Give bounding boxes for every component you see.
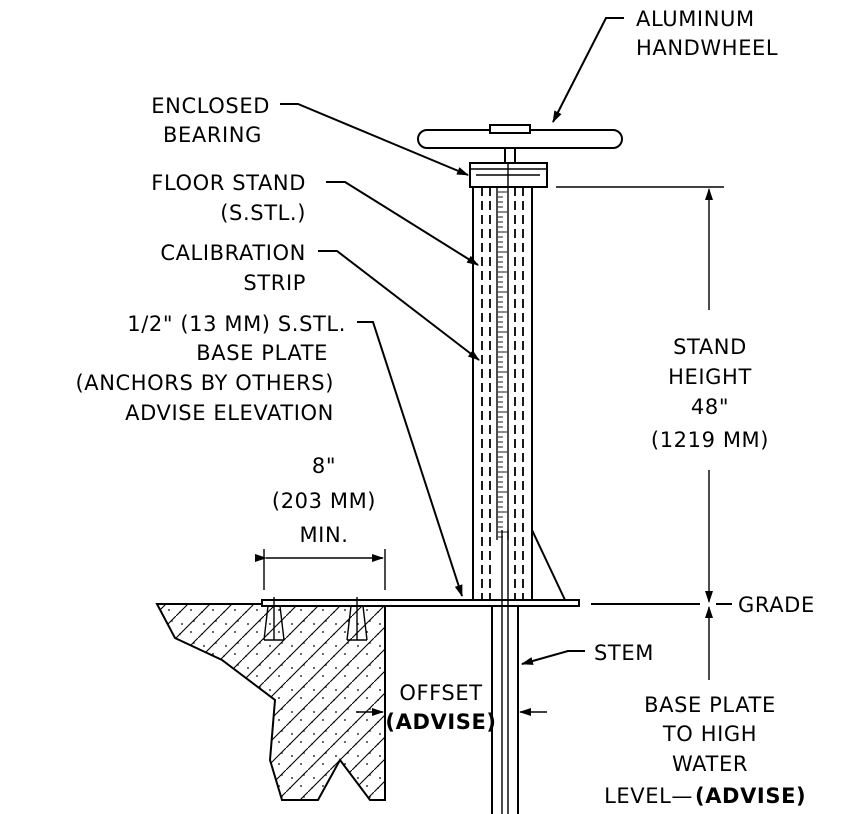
base-plate-label-line4: ADVISE ELEVATION [125, 401, 334, 425]
stand-height-label-line4: (1219 MM) [651, 428, 769, 452]
base-plate-label-line1: 1/2" (13 MM) S.STL. [127, 312, 346, 336]
water-label-line1: BASE PLATE [644, 693, 776, 717]
water-label-line4b: (ADVISE) [695, 784, 806, 808]
floor-stand-column [472, 187, 566, 601]
bearing-label-line1: ENCLOSED [151, 94, 270, 118]
concrete-footing [155, 603, 386, 801]
anchor-bolt-right [346, 597, 368, 641]
offset-label-line2: (ADVISE) [385, 710, 496, 734]
water-label-line2: TO HIGH [662, 722, 757, 746]
handwheel-label-line2: HANDWHEEL [636, 36, 778, 60]
aluminum-handwheel [417, 124, 623, 163]
leader-lines [280, 17, 624, 665]
stand-height-label-line1: STAND [673, 335, 747, 359]
stand-height-label-line2: HEIGHT [668, 365, 752, 389]
water-label-line4a: LEVEL— [604, 784, 693, 808]
bearing-label-line2: BEARING [163, 123, 262, 147]
spacing-label-line3: MIN. [299, 523, 348, 547]
anchor-bolt-left [263, 597, 285, 641]
offset-label-line1: OFFSET [399, 681, 482, 705]
base-plate-label-line3: (ANCHORS BY OTHERS) [75, 371, 334, 395]
spacing-label-line2: (203 MM) [272, 489, 376, 513]
grade-label: GRADE [738, 593, 815, 617]
calibration-label-line2: STRIP [243, 271, 306, 295]
stand-height-label-line3: 48" [691, 395, 729, 419]
base-plate [261, 599, 580, 607]
handwheel-label-line1: ALUMINUM [636, 7, 755, 31]
calibration-label-line1: CALIBRATION [160, 241, 306, 265]
stand-height-dimension [556, 186, 724, 603]
calibration-strip [496, 187, 509, 540]
enclosed-bearing [469, 162, 548, 188]
base-plate-label-line2: BASE PLATE [196, 341, 328, 365]
spacing-label-line1: 8" [312, 454, 336, 478]
water-label-line3: WATER [672, 752, 748, 776]
floor-stand-label-line2: (S.STL.) [220, 201, 306, 225]
stem-label: STEM [594, 641, 654, 665]
spacing-dimension [255, 549, 386, 590]
floor-stand-label-line1: FLOOR STAND [151, 171, 306, 195]
stem-pipe [491, 530, 519, 814]
